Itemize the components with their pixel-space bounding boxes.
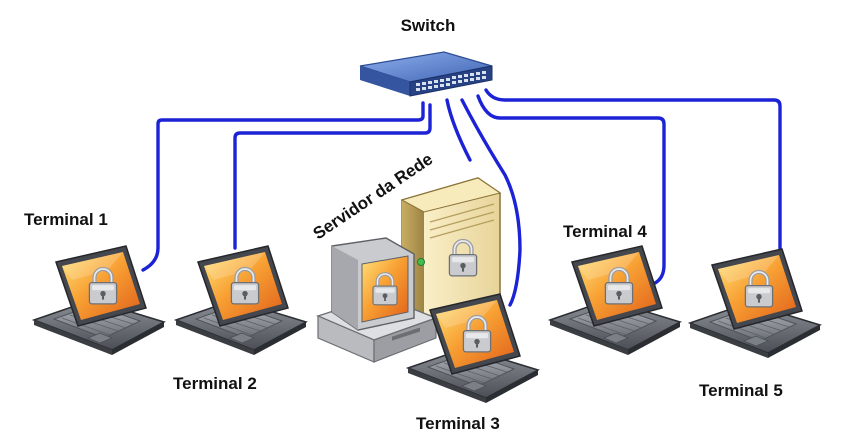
cable-terminal-2 [233, 103, 432, 250]
cables [141, 88, 782, 307]
network-switch-icon [359, 51, 493, 97]
cable-terminal-1 [141, 101, 425, 272]
cable-terminal-5 [484, 88, 782, 264]
label-terminal-4: Terminal 4 [563, 222, 647, 241]
cable-server [445, 98, 472, 162]
label-terminal-3: Terminal 3 [416, 414, 500, 433]
cable-terminal-3 [460, 98, 522, 307]
laptop-icon-terminal-5 [690, 249, 820, 358]
laptop-icon-terminal-4 [550, 246, 680, 355]
laptop-icon-terminal-1 [34, 246, 164, 355]
label-terminal-1: Terminal 1 [24, 210, 108, 229]
label-switch: Switch [401, 16, 456, 35]
label-terminal-2: Terminal 2 [173, 374, 257, 393]
cable-terminal-4 [476, 94, 666, 285]
label-terminal-5: Terminal 5 [699, 381, 783, 400]
desktop-computer-icon [316, 237, 438, 363]
laptop-icon-terminal-2 [176, 246, 306, 355]
